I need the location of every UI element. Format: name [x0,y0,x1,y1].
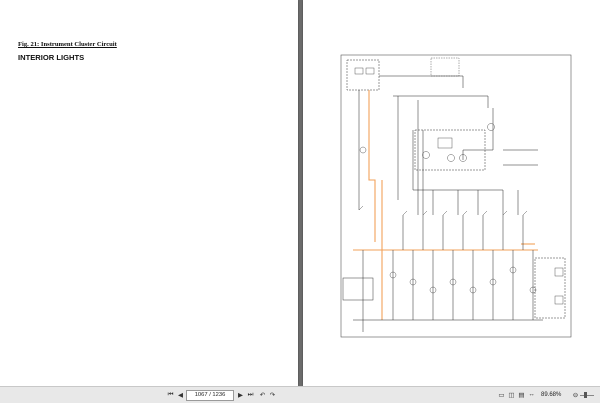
next-page-icon[interactable]: ▶ [238,391,243,399]
document-page-right [303,0,600,386]
document-page-left: Fig. 21: Instrument Cluster Circuit INTE… [0,0,298,386]
viewer-toolbar: ⏮ ◀ 1067 / 1236 ▶ ⏭ ↶ ↷ ▭ ◫ ▤ ↔ 89.68% ⊖ [0,386,600,403]
last-page-icon[interactable]: ⏭ [247,390,254,398]
zoom-level: 89.68% [541,392,562,398]
connector-box [430,57,460,77]
bulbs [359,123,537,294]
back-icon[interactable]: ↶ [259,391,266,399]
zoom-slider-handle[interactable] [584,392,587,398]
fuse-box [346,59,380,91]
previous-page-icon[interactable]: ◀ [178,391,183,399]
forward-icon[interactable]: ↷ [269,391,276,399]
orange-wires [353,90,538,320]
first-page-icon[interactable]: ⏮ [167,390,174,398]
two-page-view-icon[interactable]: ◫ [508,391,515,399]
page-indicator: 1067 / 1236 [194,392,226,398]
fuse [365,67,375,75]
control-module [342,277,374,301]
single-page-view-icon[interactable]: ▭ [498,391,505,399]
section-title: INTERIOR LIGHTS [18,53,85,62]
continuous-view-icon[interactable]: ▤ [518,391,525,399]
switches [358,205,528,216]
page-number-input[interactable]: 1067 / 1236 [186,390,234,401]
lamp-assembly [414,129,486,171]
black-wires [353,75,543,332]
instrument-cluster-module [534,257,566,319]
zoom-slider[interactable] [580,395,594,396]
diagram-frame [340,54,572,338]
fuse [354,67,364,75]
wiring-diagram [340,54,572,338]
figure-caption: Fig. 21: Instrument Cluster Circuit [18,41,117,48]
fit-width-icon[interactable]: ↔ [528,391,535,398]
zoom-out-icon[interactable]: ⊖ [572,391,579,399]
